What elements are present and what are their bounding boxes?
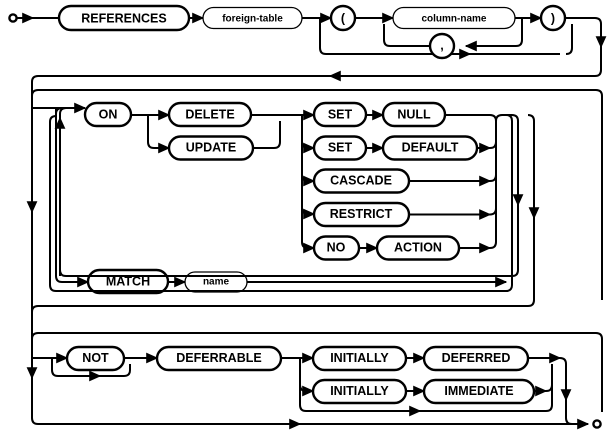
rail-action-fork-4 — [301, 207, 316, 220]
node-comma-box — [428, 32, 456, 60]
node-deferrable-label: DEFERRABLE — [176, 351, 261, 365]
rail-initially-bypass — [299, 358, 422, 417]
rail-grp-top — [38, 89, 603, 300]
node-default-label: DEFAULT — [402, 140, 459, 154]
node-cascade-label: CASCADE — [330, 173, 392, 187]
end-marker — [592, 419, 602, 429]
rail-comma-loop-left — [383, 24, 442, 47]
rail-loop-back-c — [31, 305, 296, 313]
node-comma-label: , — [440, 38, 443, 52]
rail-collector-a-out — [296, 269, 519, 277]
rail-row1-wrap — [38, 44, 602, 77]
node-initially-immediate-label: INITIALLY — [330, 384, 389, 398]
rail-null-join — [445, 114, 497, 122]
rail-update-join — [253, 121, 281, 149]
node-deferred-label: DEFERRED — [442, 351, 511, 365]
node-immediate-label: IMMEDIATE — [444, 384, 513, 398]
rail-to-match — [55, 114, 90, 288]
node-lparen-label: ( — [341, 11, 346, 25]
row-deferrable: NOT DEFERRABLE INITIALLY DEFERRED INITIA… — [26, 312, 603, 430]
rail-grp3-top — [38, 332, 603, 412]
rail-loop-back-b2 — [49, 115, 57, 123]
rail-on-fork-update — [147, 115, 171, 154]
node-delete-label: DELETE — [185, 107, 234, 121]
node-column-name-label: column-name — [421, 14, 486, 25]
rail-skip-join — [565, 24, 573, 55]
rail-initbypass-join — [545, 364, 553, 412]
rail-grp-left — [31, 89, 39, 108]
node-update-label: UPDATE — [186, 140, 236, 154]
node-initially-deferred-label: INITIALLY — [330, 351, 389, 365]
rail-skip-parens-down — [319, 18, 560, 55]
node-on-label: ON — [99, 107, 118, 121]
row-on-match: ON DELETE UPDATE SET NULL SET DEFAULT — [26, 75, 603, 330]
rail-initially-fork2 — [299, 358, 315, 397]
rail-action-spine — [301, 115, 316, 254]
node-set-default-set-label: SET — [328, 140, 353, 154]
node-not-label: NOT — [82, 351, 109, 365]
rail-to-match-b — [59, 107, 67, 276]
rail-loop-back-a — [59, 122, 296, 277]
node-no-label: NO — [327, 240, 346, 254]
start-marker — [8, 13, 18, 23]
node-name-label: name — [203, 277, 230, 288]
node-foreign-table-label: foreign-table — [222, 14, 283, 25]
rail-action-join2 — [489, 121, 497, 249]
rail-left-outer — [31, 75, 39, 330]
row-references: REFERENCES foreign-table ( column-name ,… — [8, 4, 607, 82]
rail-final-collector — [559, 357, 586, 425]
node-action-label: ACTION — [394, 240, 442, 254]
rail-comma-loop-right — [464, 18, 523, 52]
rail-collector-a — [495, 114, 519, 270]
rail-action-fork-3 — [301, 174, 316, 187]
rail-collector-b — [296, 114, 513, 292]
node-match-label: MATCH — [106, 274, 150, 288]
rail-collector-c — [296, 114, 535, 307]
node-references-label: REFERENCES — [81, 11, 166, 25]
node-set-null-set-label: SET — [328, 107, 353, 121]
node-restrict-label: RESTRICT — [330, 207, 393, 221]
rail-row1-exit — [565, 17, 607, 49]
rail-action-fork-2 — [301, 141, 316, 154]
rail-loop-back-b — [49, 122, 296, 292]
node-null-label: NULL — [397, 107, 431, 121]
node-rparen-label: ) — [551, 11, 555, 25]
rail-left-final — [31, 312, 556, 425]
